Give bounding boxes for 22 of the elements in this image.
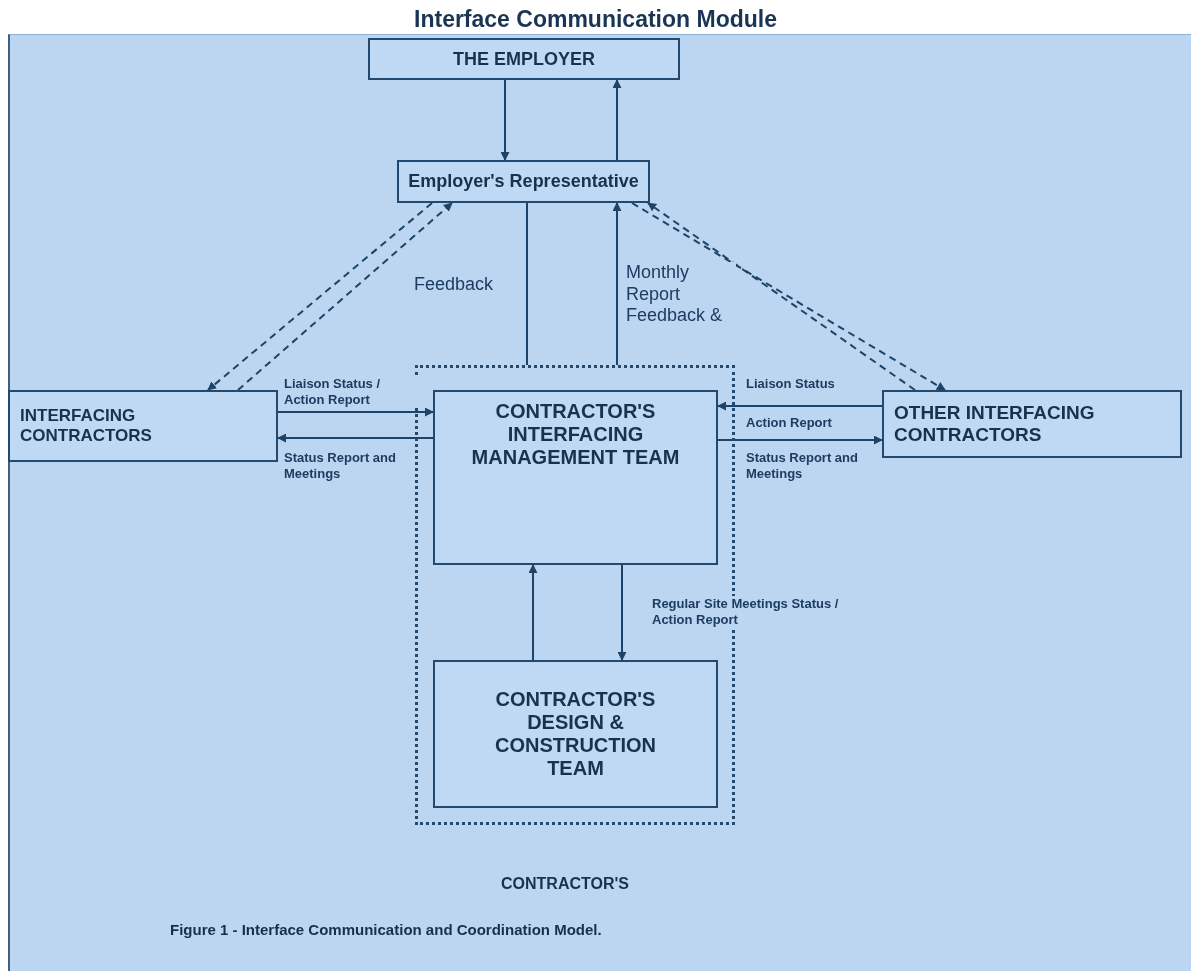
diagram-title: Interface Communication Module — [413, 6, 778, 33]
arrow — [617, 564, 627, 661]
connector-line — [526, 202, 528, 366]
process-box: OTHER INTERFACING CONTRACTORS — [882, 390, 1182, 458]
process-box: THE EMPLOYER — [368, 38, 680, 80]
arrow — [237, 202, 453, 391]
arrow — [717, 401, 883, 411]
figure-caption: Figure 1 - Interface Communication and Coordination Model. — [170, 921, 602, 938]
arrow — [528, 564, 538, 661]
process-box: Employer's Representative — [397, 160, 650, 203]
arrow — [612, 79, 622, 161]
arrow — [277, 407, 434, 417]
process-box: CONTRACTOR'S DESIGN & CONSTRUCTION TEAM — [433, 660, 718, 808]
arrow — [717, 435, 883, 445]
edge-label: Liaison Status / Action Report — [284, 376, 419, 408]
arrow — [207, 202, 433, 391]
arrow — [500, 79, 510, 161]
arrow — [277, 433, 434, 443]
process-box: INTERFACING CONTRACTORS — [8, 390, 278, 462]
group-label: CONTRACTOR'S — [500, 875, 630, 893]
process-box: CONTRACTOR'S INTERFACING MANAGEMENT TEAM — [433, 390, 718, 565]
arrow — [612, 202, 622, 366]
